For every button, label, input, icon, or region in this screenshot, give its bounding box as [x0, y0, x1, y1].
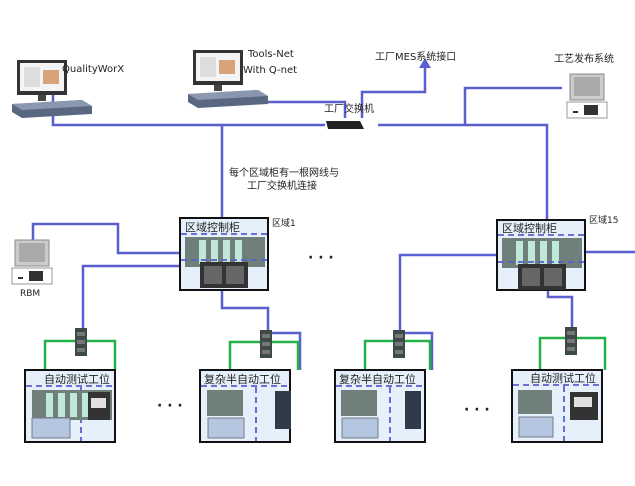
- zone-label: 区域15: [589, 214, 618, 226]
- station-4: 自动测试工位: [511, 369, 603, 443]
- controller-icon: [275, 391, 291, 429]
- station-links: [43, 336, 607, 370]
- station-3: 复杂半自动工位: [334, 369, 426, 443]
- note-line-2: 工厂交换机连接: [247, 179, 317, 192]
- field-switch-icon: [260, 330, 272, 358]
- zone-label: 区域1: [272, 217, 296, 229]
- factory-switch-label: 工厂交换机: [324, 102, 374, 115]
- note-line-1: 每个区域柜有一根网线与: [229, 166, 339, 179]
- ellipsis: · · ·: [308, 250, 334, 266]
- qualityworx-server: QualityWorX: [12, 60, 124, 118]
- toolsnet-sublabel: With Q-net: [243, 65, 297, 76]
- rbm-label: RBM: [20, 289, 40, 299]
- process-release-label: 工艺发布系统: [554, 52, 614, 65]
- rbm-pc: RBM: [11, 239, 53, 299]
- field-switch-icon: [393, 330, 405, 358]
- zone-cabinet-1: 区域控制柜 区域1: [179, 217, 296, 291]
- mes-interface-label: 工厂MES系统接口: [375, 50, 456, 63]
- ellipsis: · · ·: [157, 398, 183, 414]
- process-release-pc: 工艺发布系统: [554, 52, 614, 119]
- qualityworx-label: QualityWorX: [62, 64, 124, 75]
- station-title: 复杂半自动工位: [204, 372, 281, 386]
- station-title: 自动测试工位: [530, 371, 596, 385]
- station-title: 复杂半自动工位: [339, 372, 416, 386]
- zone-title: 区域控制柜: [185, 220, 240, 234]
- station-title: 自动测试工位: [44, 372, 110, 386]
- toolsnet-label: Tools-Net: [247, 49, 294, 60]
- backbone-links: [31, 58, 635, 370]
- toolsnet-server: Tools-Net With Q-net: [188, 49, 297, 108]
- field-switch-icon: [75, 328, 87, 356]
- field-switch-icon: [565, 327, 577, 355]
- zone-cabinet-15: 区域控制柜 区域15: [496, 214, 618, 291]
- switch-icon: [326, 121, 364, 129]
- factory-switch: 工厂交换机: [324, 102, 374, 129]
- zone-title: 区域控制柜: [502, 221, 557, 235]
- station-2: 复杂半自动工位: [199, 369, 291, 443]
- controller-icon: [405, 391, 421, 429]
- ellipsis: · · ·: [464, 402, 490, 418]
- mes-arrow-icon: [419, 58, 431, 68]
- station-1: 自动测试工位: [24, 369, 116, 443]
